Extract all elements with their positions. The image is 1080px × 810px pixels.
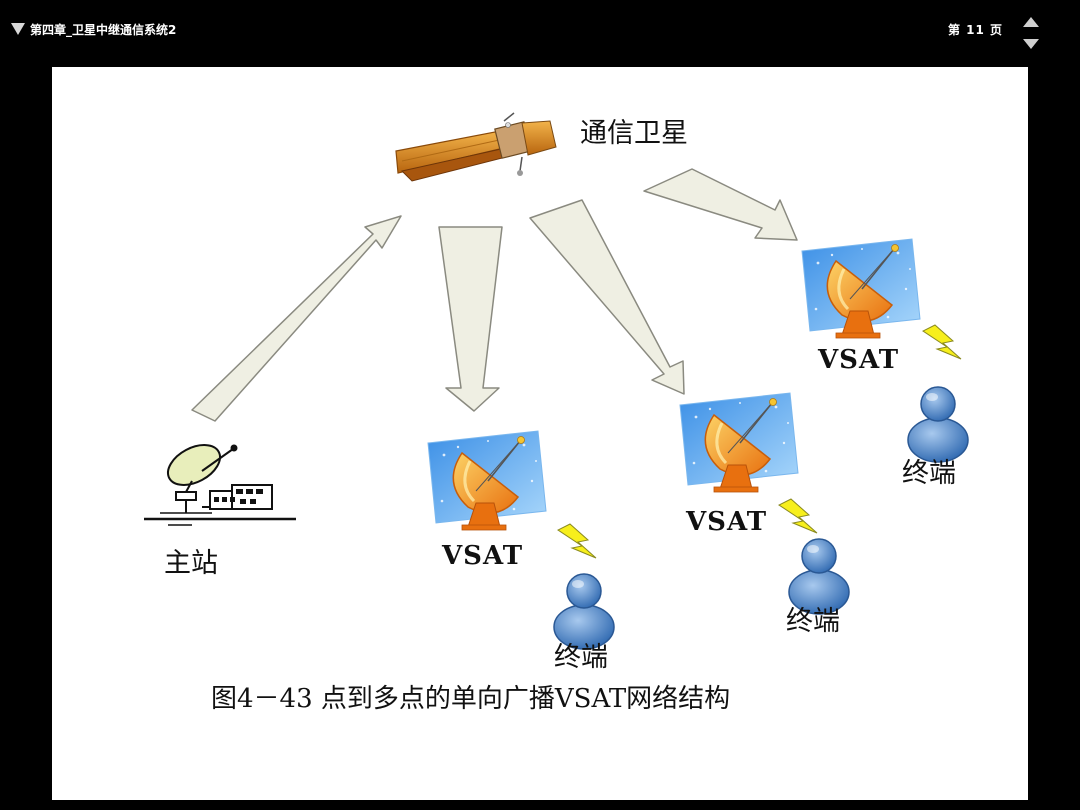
arrow-down-icon[interactable] [1022,38,1040,50]
vsat-dish-icon [800,237,922,340]
vsat-dish-icon [426,429,548,532]
vsat-label: VSAT [818,345,900,375]
page-number: 第 11 页 [948,23,1004,37]
network-diagram [144,112,969,650]
downlink-arrow-1 [438,226,503,412]
vsat-label: VSAT [442,541,524,571]
downlink-arrow-2 [529,199,685,395]
lightning-icon [778,498,818,534]
hub-label: 主站 [164,548,218,579]
presentation-title: 第四章_卫星中继通信系统2 [30,23,177,37]
satellite-icon [395,112,557,182]
hub-station-icon [144,444,296,526]
menu-triangle-icon[interactable] [10,22,26,36]
downlink-arrow-3 [643,168,798,241]
lightning-icon [557,523,597,559]
slide-header: 第四章_卫星中继通信系统2 第 11 页 [0,0,1080,64]
terminal-label: 终端 [554,642,608,673]
satellite-label: 通信卫星 [580,118,688,149]
arrow-up-icon[interactable] [1022,16,1040,28]
uplink-arrow [191,215,402,422]
terminal-label: 终端 [902,458,956,489]
lightning-icon [922,324,962,360]
slide-canvas: 通信卫星 主站 VSAT VSAT VSAT 终端 终端 终端 图4－43 点到… [52,67,1028,800]
terminal-label: 终端 [786,606,840,637]
vsat-dish-icon [678,391,800,494]
figure-caption: 图4－43 点到多点的单向广播VSAT网络结构 [211,684,731,714]
vsat-label: VSAT [686,507,768,537]
